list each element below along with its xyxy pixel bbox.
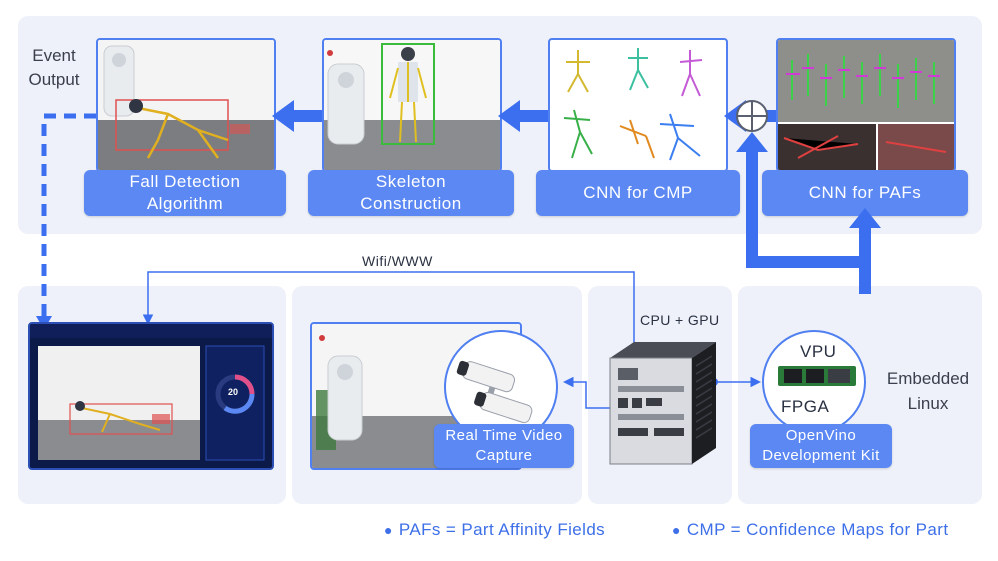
video-capture-label: Real Time Video Capture (434, 424, 574, 468)
arrow-cpu-to-cnn (736, 132, 881, 294)
video-capture-scene (312, 324, 520, 468)
fpga-label: FPGA (781, 397, 830, 416)
skeleton-image (322, 38, 502, 172)
cmp-label: CNN for CMP (536, 170, 740, 216)
vpu-label: VPU (800, 342, 837, 361)
fall-detection-image (96, 38, 276, 172)
cctv-camera-icon (456, 360, 533, 424)
arrow-cmp-to-skeleton (498, 100, 548, 132)
event-output-label: Event Output (28, 46, 80, 89)
arrow-skeleton-to-fall (272, 100, 322, 132)
cmp-note: ● CMP = Confidence Maps for Part (672, 520, 948, 540)
fall-detection-label: Fall Detection Algorithm (84, 170, 286, 216)
skeleton-scene (324, 40, 500, 170)
pafs-label: CNN for PAFs (762, 170, 968, 216)
bullet-icon: ● (672, 522, 681, 538)
dashboard-image: 20 (28, 322, 274, 470)
cpu-gpu-label: CPU + GPU (640, 312, 720, 328)
pafs-note: ● PAFs = Part Affinity Fields (384, 520, 605, 540)
pafs-note-text: PAFs = Part Affinity Fields (398, 520, 606, 539)
arrow-event-output (36, 113, 96, 330)
pafs-image (776, 38, 956, 172)
openvino-label: OpenVino Development Kit (750, 424, 892, 468)
wifi-label: Wifi/WWW (362, 253, 433, 269)
pafs-crowd-scene (778, 40, 954, 170)
industrial-pc-icon (609, 342, 716, 465)
dashboard-scene (30, 324, 272, 461)
embedded-linux-label: Embedded Linux (886, 369, 970, 413)
accelerator-card-icon (778, 366, 856, 386)
bullet-icon: ● (384, 522, 393, 538)
cmp-skeletons (563, 48, 703, 161)
skeleton-label: Skeleton Construction (308, 170, 514, 216)
cmp-note-text: CMP = Confidence Maps for Part (686, 520, 949, 539)
combine-plus-icon (736, 100, 768, 132)
cmp-image (548, 38, 728, 172)
fall-detection-scene (98, 40, 274, 170)
dashboard-gauge-value: 20 (228, 387, 239, 397)
